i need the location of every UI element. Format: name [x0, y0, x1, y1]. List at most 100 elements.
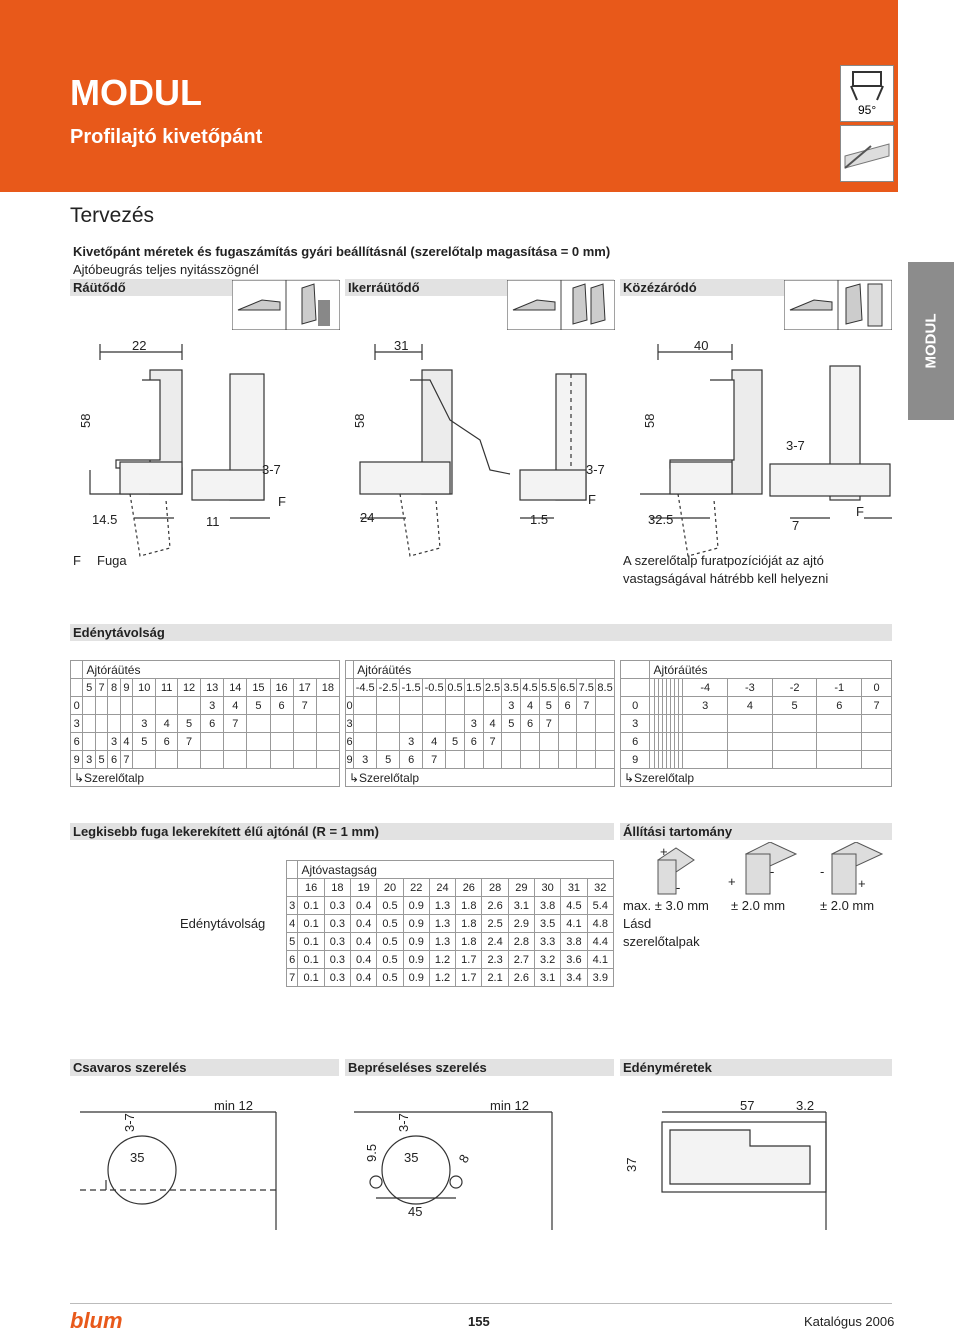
table-cell	[399, 714, 424, 733]
dim-width-3: 40	[694, 338, 708, 353]
table-cell	[727, 714, 773, 733]
table-cell: 1.2	[428, 968, 457, 987]
column-header: 8	[107, 678, 121, 697]
column-header: 31	[560, 878, 588, 897]
table-cell: 3.8	[534, 896, 562, 915]
dim-range-1: 3-7	[262, 462, 281, 477]
dim-range-2: 3-7	[586, 462, 605, 477]
row-label: 3	[69, 714, 84, 733]
table-cell	[771, 714, 818, 733]
table-cell: 4	[155, 714, 178, 733]
edenytav-title: Edénytávolság	[70, 624, 892, 641]
table-cell: 2.8	[507, 932, 536, 951]
dim-range-3: 3-7	[786, 438, 805, 453]
table-cell: 0.5	[376, 914, 404, 933]
table-cell	[482, 696, 503, 715]
allitas-v1c: szerelőtalpak	[623, 934, 700, 949]
column-header: -4	[682, 678, 729, 697]
allitas-v2: ± 2.0 mm	[731, 898, 786, 913]
table-cell: 1.8	[455, 932, 483, 951]
table-cell	[501, 732, 522, 751]
table-cell	[246, 732, 271, 751]
table-cell: 2.3	[481, 950, 509, 969]
cup-height: 37	[624, 1158, 639, 1172]
table-cell: 0.4	[350, 968, 378, 987]
table-cell: 0.1	[297, 968, 325, 987]
table-cell: 0.3	[323, 932, 352, 951]
hinge-drawings: 22 58 3-7 14.5 11 F 31 58 3-7 24 1.5 F 4…	[78, 338, 892, 557]
type-icons-1	[232, 280, 340, 330]
table-cell	[861, 732, 892, 751]
legend-note-2: vastagságával hátrébb kell helyezni	[623, 571, 829, 586]
table-cell	[200, 750, 225, 769]
table-cell: 2.6	[481, 896, 509, 915]
table-cell: 1.8	[455, 896, 483, 915]
corner-cell	[619, 660, 651, 679]
header-band	[0, 0, 898, 192]
row-label: 6	[344, 732, 355, 751]
table-cell: 3	[82, 750, 96, 769]
table-cell	[727, 732, 773, 751]
svg-text:+: +	[858, 876, 866, 891]
table-cell: 4.5	[560, 896, 588, 915]
table-cell: 0.4	[350, 950, 378, 969]
row-label: 0	[619, 696, 651, 715]
dim-height-1: 58	[78, 414, 93, 428]
table-cell: 0.4	[350, 914, 378, 933]
svg-text:+: +	[660, 844, 668, 859]
table-cell: 5	[501, 714, 522, 733]
ruler-thumbnail	[840, 125, 894, 182]
dim-height-3: 58	[642, 414, 657, 428]
row-label: 0	[69, 696, 84, 715]
table-cell	[376, 714, 401, 733]
column-header: 30	[534, 878, 562, 897]
dim-f-1: F	[278, 494, 286, 509]
mount2-range: 3-7	[396, 1113, 411, 1132]
table-cell: 0.3	[323, 950, 352, 969]
table-cell: 5	[445, 732, 465, 751]
mount2-b: 8	[456, 1152, 473, 1166]
svg-text:-: -	[770, 864, 774, 879]
table-header: Ajtóráütés	[649, 660, 892, 679]
table-cell: 0.9	[402, 914, 430, 933]
cup-width: 57	[740, 1098, 754, 1113]
table-cell: 7	[223, 714, 248, 733]
table-cell	[422, 714, 447, 733]
angle-badge: 95°	[858, 103, 876, 117]
table-cell: 5	[132, 732, 157, 751]
table-cell: 3	[682, 696, 729, 715]
table-cell: 0.3	[323, 896, 352, 915]
corner-cell	[285, 860, 299, 879]
column-header: 8.5	[595, 678, 615, 697]
table-cell	[292, 732, 317, 751]
dim-width-2: 31	[394, 338, 408, 353]
column-header: 13	[200, 678, 225, 697]
section-title: Tervezés	[70, 204, 155, 227]
table-cell	[538, 732, 559, 751]
dim-b-1: 11	[206, 514, 220, 529]
table-cell	[422, 696, 447, 715]
table-row: 6	[619, 732, 892, 751]
table-cell	[246, 750, 271, 769]
table-cell	[816, 732, 863, 751]
table-cell: 0.5	[376, 968, 404, 987]
table-cell: 0.1	[297, 932, 325, 951]
mount-title-2: Bepréseléses szerelés	[345, 1059, 614, 1076]
table-cell: 7	[119, 750, 134, 769]
corner-cell	[344, 660, 355, 679]
column-header: 16	[297, 878, 325, 897]
row-label: 9	[619, 750, 651, 769]
table-cell	[353, 732, 378, 751]
table-cell: 3.5	[534, 914, 562, 933]
column-header: 29	[507, 878, 536, 897]
table-cell: 5	[94, 750, 109, 769]
table-header: Ajtóráütés	[353, 660, 615, 679]
mount2-diameter: 35	[404, 1150, 418, 1165]
table-cell	[82, 732, 96, 751]
table-cell: 1.3	[428, 914, 457, 933]
